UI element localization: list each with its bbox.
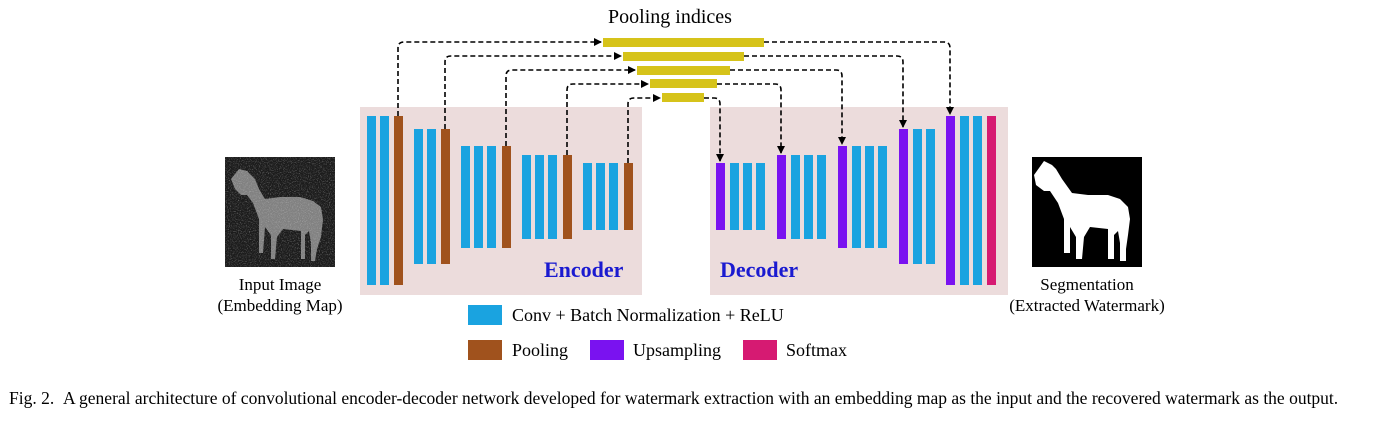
pooling-index-bar-2 [623, 52, 744, 61]
legend-upsampling-swatch [590, 340, 624, 360]
conv-layer [609, 163, 618, 230]
pooling-layer [563, 155, 572, 239]
input-caption-line1: Input Image [238, 275, 322, 294]
legend-pooling-swatch [468, 340, 502, 360]
conv-layer [427, 129, 436, 264]
figure-caption: Fig. 2. A general architecture of convol… [9, 387, 1374, 409]
conv-layer [756, 163, 765, 230]
pooling-layer [441, 129, 450, 264]
pooling-indices-title: Pooling indices [608, 6, 732, 28]
conv-layer [865, 146, 874, 248]
legend-softmax-swatch [743, 340, 777, 360]
conv-layer [474, 146, 483, 248]
pooling-index-bar-3 [637, 66, 730, 75]
upsampling-layer [899, 129, 908, 264]
softmax-layer [987, 116, 996, 285]
conv-layer [791, 155, 800, 239]
legend-softmax-label: Softmax [786, 340, 847, 360]
output-caption-line2: (Extracted Watermark) [1009, 296, 1165, 315]
conv-layer [730, 163, 739, 230]
pooling-index-bar-1 [603, 38, 764, 47]
pooling-index-bar-5 [662, 93, 704, 102]
conv-layer [548, 155, 557, 239]
pooling-layer [624, 163, 633, 230]
output-segmentation-image [1032, 157, 1142, 267]
conv-layer [913, 129, 922, 264]
conv-layer [414, 129, 423, 264]
upsampling-layer [946, 116, 955, 285]
pooling-layer [394, 116, 403, 285]
conv-layer [878, 146, 887, 248]
input-caption: Input Image (Embedding Map) [195, 274, 365, 316]
conv-layer [583, 163, 592, 230]
conv-layer [487, 146, 496, 248]
conv-layer [852, 146, 861, 248]
encoder-label: Encoder [544, 257, 624, 282]
legend-pooling-label: Pooling [512, 340, 569, 360]
conv-layer [973, 116, 982, 285]
pooling-layer [502, 146, 511, 248]
conv-layer [743, 163, 752, 230]
upsampling-layer [838, 146, 847, 248]
input-embedding-map-image [225, 157, 335, 267]
output-caption-line1: Segmentation [1040, 275, 1134, 294]
decoder-label: Decoder [720, 257, 799, 282]
conv-layer [804, 155, 813, 239]
conv-layer [817, 155, 826, 239]
upsampling-layer [716, 163, 725, 230]
conv-layer [522, 155, 531, 239]
pooling-index-bar-4 [650, 79, 717, 88]
conv-layer [960, 116, 969, 285]
input-caption-line2: (Embedding Map) [217, 296, 343, 315]
conv-layer [926, 129, 935, 264]
legend-conv-swatch [468, 305, 502, 325]
conv-layer [367, 116, 376, 285]
conv-layer [596, 163, 605, 230]
legend-upsampling-label: Upsampling [633, 340, 721, 360]
encoder-panel [360, 107, 642, 295]
conv-layer [380, 116, 389, 285]
conv-layer [461, 146, 470, 248]
figure-caption-prefix: Fig. 2. [9, 388, 55, 408]
conv-layer [535, 155, 544, 239]
legend-conv-label: Conv + Batch Normalization + ReLU [512, 305, 784, 325]
figure-caption-text: A general architecture of convolutional … [62, 388, 1339, 408]
output-caption: Segmentation (Extracted Watermark) [1002, 274, 1172, 316]
upsampling-layer [777, 155, 786, 239]
